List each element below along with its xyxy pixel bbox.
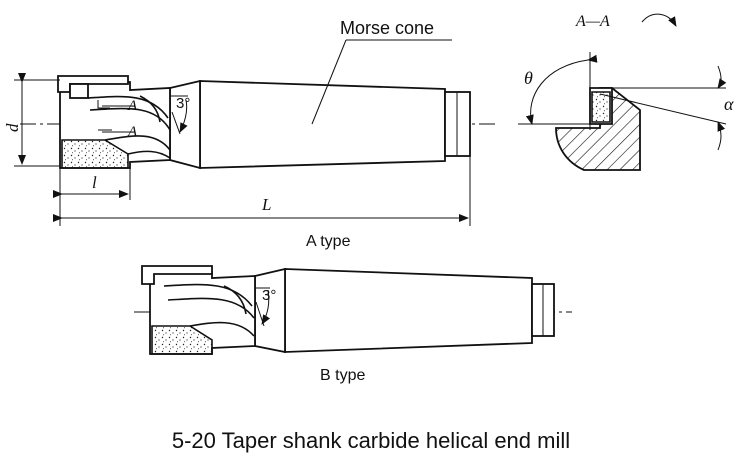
theta-label: θ — [524, 68, 533, 88]
a-type-label: A type — [306, 233, 351, 250]
dim-d: d — [3, 123, 22, 132]
b-type-label: B type — [320, 367, 365, 384]
a-section-mark-top: A — [127, 98, 138, 114]
b-type-view: 3° B type — [134, 265, 572, 384]
section-title: A—A — [575, 13, 610, 30]
dim-L: L — [261, 195, 271, 214]
alpha-label: α — [724, 94, 734, 114]
a-taper-angle: 3° — [176, 95, 190, 112]
b-neck — [254, 267, 286, 354]
b-taper-angle: 3° — [262, 287, 276, 304]
a-carbide-insert — [61, 139, 129, 169]
b-morse-shank — [284, 268, 533, 353]
figure-caption: 5-20 Taper shank carbide helical end mil… — [172, 428, 570, 453]
b-top-insert — [141, 265, 213, 285]
a-morse-shank — [199, 80, 446, 169]
morse-cone-label: Morse cone — [340, 18, 434, 38]
a-type-view: A A 3° d l L Morse cone A type — [3, 18, 495, 250]
dim-l: l — [92, 173, 97, 192]
section-a-a-view: A—A θ α — [518, 13, 734, 171]
b-carbide-insert — [151, 325, 213, 355]
a-section-mark-bottom: A — [127, 124, 138, 140]
